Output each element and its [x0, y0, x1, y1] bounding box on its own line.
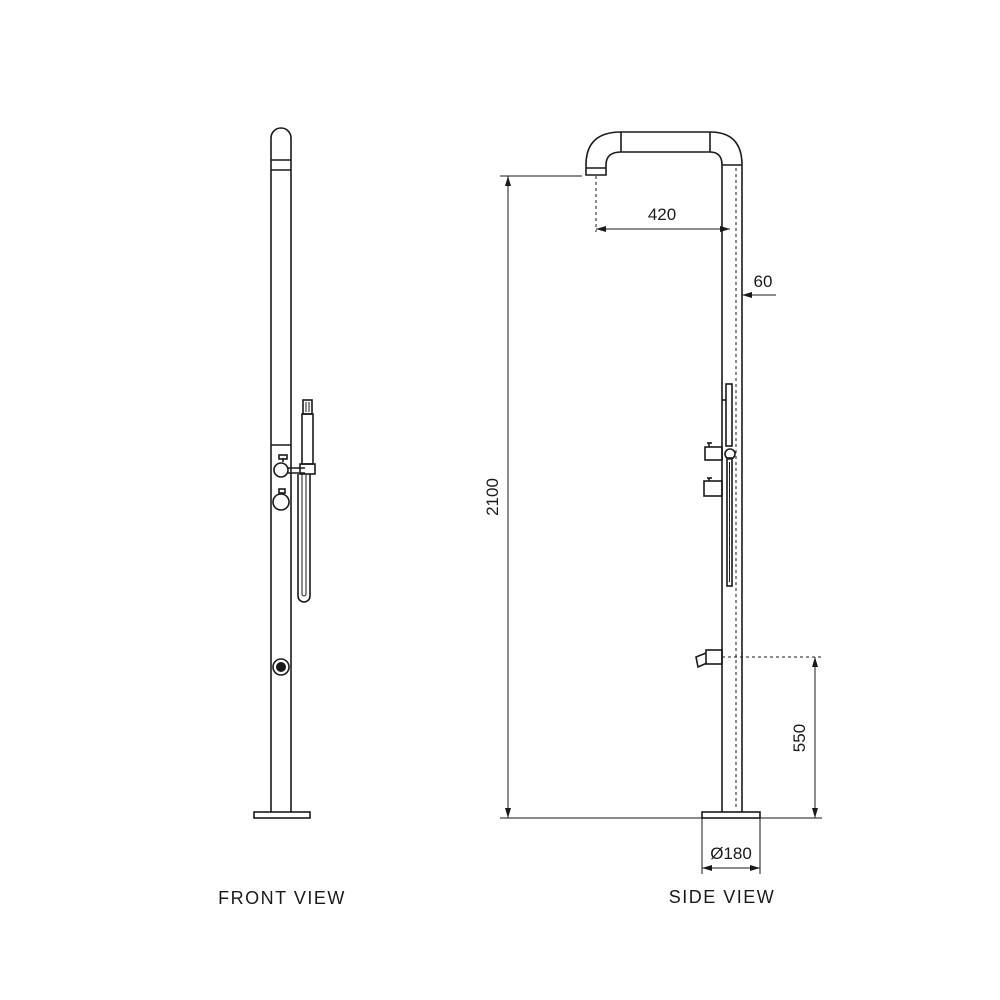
dimension-tap-height-text: 550	[790, 724, 809, 752]
dimension-pipe-diameter: 60	[742, 272, 776, 298]
side-view: 420 60 2100 550	[483, 131, 822, 907]
side-hand-shower	[722, 383, 736, 587]
front-foot-valve	[272, 658, 290, 676]
side-column	[585, 131, 743, 812]
dimension-pipe-diameter-text: 60	[754, 272, 773, 291]
dimension-tap-height: 550	[722, 656, 822, 819]
side-view-label: SIDE VIEW	[669, 887, 776, 907]
dimension-spout-reach: 420	[595, 176, 730, 232]
front-lower-valve-knob	[272, 488, 290, 511]
dimension-base-diameter: Ø180	[701, 818, 761, 874]
front-upper-valve-knob	[273, 454, 305, 478]
side-lower-valve	[703, 477, 723, 497]
front-view: FRONT VIEW	[218, 127, 346, 908]
dimension-overall-height-text: 2100	[483, 478, 502, 516]
dimension-base-diameter-text: Ø180	[710, 844, 752, 863]
dimension-spout-reach-text: 420	[648, 205, 676, 224]
side-base-plate	[701, 811, 761, 819]
front-column	[270, 127, 292, 812]
side-foot-tap	[695, 649, 723, 669]
side-upper-valve	[704, 442, 723, 461]
front-hand-shower	[297, 399, 316, 603]
front-base-plate	[253, 811, 311, 819]
front-view-label: FRONT VIEW	[218, 888, 346, 908]
dimension-overall-height: 2100	[483, 175, 702, 819]
